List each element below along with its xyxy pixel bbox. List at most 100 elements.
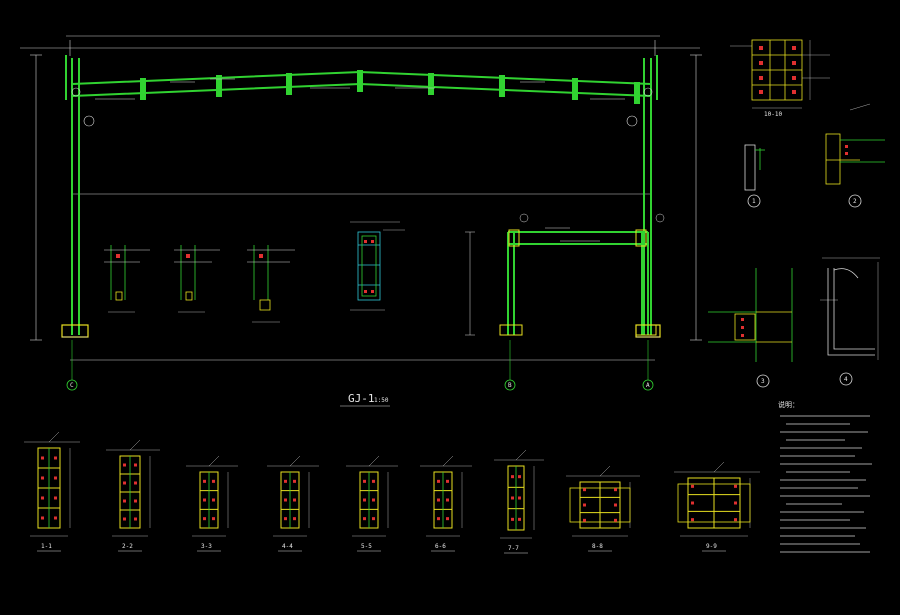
section-bolt <box>437 498 440 502</box>
section-detail: 7-7 <box>494 449 544 554</box>
detail-3: 3 <box>708 268 793 388</box>
section-bolt <box>691 518 694 522</box>
section-detail: 8-8 <box>566 465 640 552</box>
section-label: 5-5 <box>361 543 372 550</box>
drawing-title-block: GJ-1 1:50 <box>340 392 390 407</box>
detail-1: 1 <box>744 144 765 208</box>
detail-bubble-4: 4 <box>844 376 848 383</box>
section-leader <box>599 465 611 477</box>
section-bolt <box>203 479 206 483</box>
rafter-annotations <box>95 78 625 100</box>
bottom-sections: 1-1 2-2 3-3 4-4 5-5 6-6 7-7 8-8 9-9 <box>24 431 760 554</box>
section-bolt <box>41 476 44 480</box>
section-bolt <box>446 479 449 483</box>
section-bolt <box>583 488 586 492</box>
section-label: 7-7 <box>508 545 519 552</box>
section-bolt <box>511 496 514 500</box>
section-bolt <box>212 498 215 502</box>
section-flange <box>569 487 631 523</box>
section-bolt <box>123 499 126 503</box>
section-bolt <box>134 481 137 485</box>
section-label: 9-9 <box>706 543 717 550</box>
section-label: 8-8 <box>592 543 603 550</box>
section-bolt <box>614 503 617 507</box>
section-bolt <box>734 518 737 522</box>
section-bolt <box>134 517 137 521</box>
section-bolt <box>511 475 514 479</box>
section-leader <box>129 439 141 451</box>
section-label: 6-6 <box>435 543 446 550</box>
section-bolt <box>134 499 137 503</box>
grid-label-b: B <box>508 382 512 389</box>
section-bolt <box>54 476 57 480</box>
main-portal-frame: C B A <box>20 35 702 391</box>
notes-lines <box>780 415 872 553</box>
section-bolt <box>293 517 296 521</box>
section-bolt <box>123 481 126 485</box>
detail-bubble-1: 1 <box>752 198 756 205</box>
column-bases <box>61 324 661 338</box>
section-bolt <box>212 517 215 521</box>
section-bolt <box>734 484 737 488</box>
section-bolt <box>284 498 287 502</box>
section-label: 2-2 <box>122 543 133 550</box>
section-bolt <box>518 475 521 479</box>
section-bolt <box>583 518 586 522</box>
section-bolt <box>446 498 449 502</box>
section-leader <box>515 449 527 461</box>
section-bolt <box>372 517 375 521</box>
section-bolt <box>293 498 296 502</box>
section-leader <box>289 455 301 467</box>
section-bolt <box>41 516 44 520</box>
section-label: 4-4 <box>282 543 293 550</box>
detail-4: 4 <box>820 257 880 386</box>
section-bolt <box>614 518 617 522</box>
section-bolt <box>363 498 366 502</box>
eave-detail-markers <box>71 87 653 127</box>
section-bolt <box>734 501 737 505</box>
section-label: 3-3 <box>201 543 212 550</box>
notes-title: 说明： <box>778 400 799 409</box>
grid-label-c: C <box>70 382 74 389</box>
section-bolt <box>437 517 440 521</box>
purlin-connection-details <box>104 245 295 323</box>
section-bolt <box>41 456 44 460</box>
section-label-10-10: 10-10 <box>764 111 782 118</box>
section-detail: 5-5 <box>346 455 398 552</box>
section-bolt <box>123 517 126 521</box>
section-detail: 3-3 <box>186 455 238 552</box>
section-detail: 6-6 <box>420 455 472 552</box>
section-leader <box>442 455 454 467</box>
drawing-title: GJ-1 <box>348 392 375 405</box>
section-bolt <box>372 479 375 483</box>
overall-dimensions <box>20 35 702 361</box>
section-leader <box>368 455 380 467</box>
base-plate-detail <box>350 221 405 311</box>
section-bolt <box>372 498 375 502</box>
grid-axis-bubbles: C B A <box>66 340 654 391</box>
section-bolt <box>437 479 440 483</box>
section-bolt <box>446 517 449 521</box>
section-bolt <box>284 479 287 483</box>
frame-members <box>65 55 658 335</box>
section-bolt <box>203 498 206 502</box>
detail-2: 2 <box>825 103 885 208</box>
section-bolt <box>511 517 514 521</box>
section-detail: 2-2 <box>106 439 160 552</box>
section-bolt <box>284 517 287 521</box>
section-bolt <box>583 503 586 507</box>
section-flange <box>677 483 751 523</box>
section-leader <box>48 431 60 443</box>
section-bolt <box>363 517 366 521</box>
grid-label-a: A <box>646 382 650 389</box>
section-bolt <box>41 496 44 500</box>
detail-bubble-3: 3 <box>761 378 765 385</box>
section-bolt <box>293 479 296 483</box>
section-detail: 1-1 <box>24 431 80 552</box>
section-leader <box>208 455 220 467</box>
section-10-10: 10-10 <box>730 39 830 118</box>
section-label: 1-1 <box>41 543 52 550</box>
section-bolt <box>212 479 215 483</box>
